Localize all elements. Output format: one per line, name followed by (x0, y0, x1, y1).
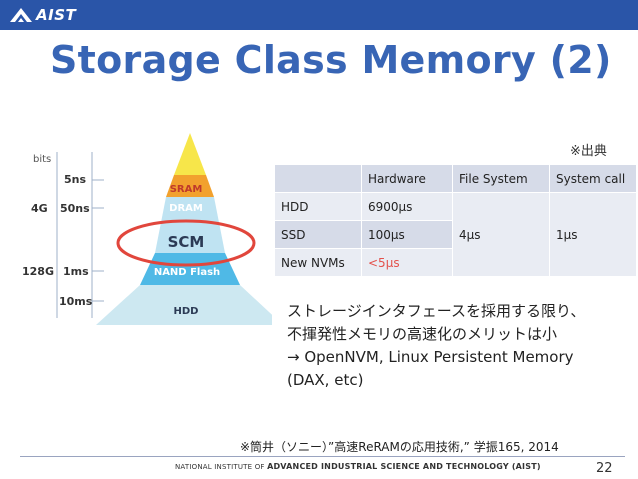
table-header-cell: System call (549, 164, 637, 193)
logo-text: AIST (36, 6, 77, 24)
page-number: 22 (596, 461, 613, 476)
table-header-cell (274, 164, 362, 193)
table-cell-name: HDD (274, 192, 362, 221)
latency-table: Hardware File System System call HDD 690… (274, 164, 637, 277)
footer-divider (20, 456, 625, 457)
memory-hierarchy-pyramid: bits 4G 128G 5ns 50ns 1ms 10ms SRAM DRAM… (22, 133, 272, 325)
table-cell-name: New NVMs (274, 248, 362, 277)
layer-nand (140, 253, 240, 285)
conclusion-text: ストレージインタフェースを採用する限り、 不揮発性メモリの高速化のメリットは小 … (287, 300, 585, 392)
layer-label-dram: DRAM (169, 203, 203, 214)
layer-sram (174, 133, 206, 175)
latency-label: 5ns (64, 173, 86, 186)
table-cell-hardware: 6900μs (361, 192, 453, 221)
conclusion-line: → OpenNVM, Linux Persistent Memory (287, 348, 574, 366)
layer-hdd (96, 285, 272, 325)
layer-label-hdd: HDD (174, 306, 199, 317)
latency-label: 50ns (60, 202, 90, 215)
slide-title: Storage Class Memory (2) (50, 38, 612, 82)
capacity-label: 128G (22, 265, 54, 278)
aist-logo-icon (10, 8, 32, 22)
source-note: ※出典 (570, 144, 607, 159)
layer-label-scm: SCM (168, 233, 205, 251)
axis-label-bits: bits (33, 154, 51, 165)
table-row: SSD 100μs (274, 220, 637, 249)
table-header-cell: File System (452, 164, 550, 193)
footer-institute: NATIONAL INSTITUTE OF ADVANCED INDUSTRIA… (175, 462, 541, 471)
table-cell-system-call: 1μs (549, 192, 637, 277)
table-row: New NVMs <5μs (274, 248, 637, 277)
layer-label-nand: NAND Flash (154, 267, 220, 278)
layer-dram (166, 175, 214, 197)
table-header-row: Hardware File System System call (274, 164, 637, 193)
header-bar: AIST (0, 0, 638, 30)
table-cell-file-system: 4μs (452, 192, 550, 277)
capacity-label: 4G (31, 202, 48, 215)
footer-institute-name: ADVANCED INDUSTRIAL SCIENCE AND TECHNOLO… (267, 462, 541, 471)
layer-label-sram: SRAM (170, 184, 203, 195)
latency-label: 10ms (59, 295, 93, 308)
table-cell-hardware: <5μs (361, 248, 453, 277)
latency-label: 1ms (63, 265, 89, 278)
conclusion-line: (DAX, etc) (287, 371, 364, 389)
table-cell-hardware: 100μs (361, 220, 453, 249)
table-cell-name: SSD (274, 220, 362, 249)
footer-prefix: NATIONAL INSTITUTE OF (175, 463, 265, 471)
table-row: HDD 6900μs 4μs 1μs (274, 192, 637, 277)
conclusion-line: 不揮発性メモリの高速化のメリットは小 (287, 325, 558, 343)
layer-scm (155, 197, 225, 253)
reference-citation: ※筒井（ソニー）”高速ReRAMの応用技術,” 学振165, 2014 (240, 440, 559, 454)
conclusion-line: ストレージインタフェースを採用する限り、 (287, 302, 586, 320)
aist-logo: AIST (8, 4, 76, 26)
table-header-cell: Hardware (361, 164, 453, 193)
scm-highlight-ellipse (116, 219, 256, 267)
